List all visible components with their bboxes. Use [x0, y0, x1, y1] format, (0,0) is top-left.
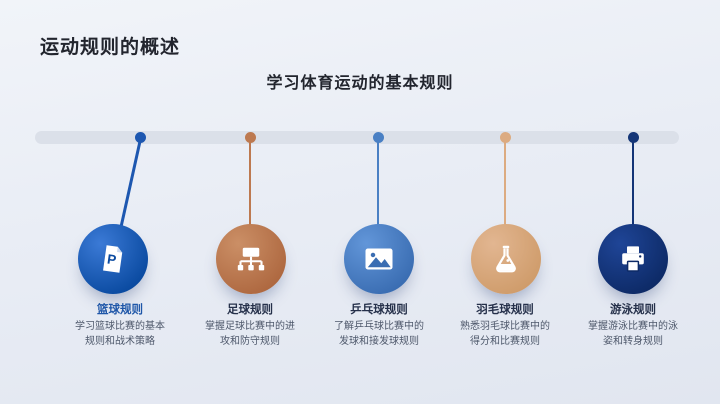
image-icon: [344, 224, 414, 294]
pin-line: [503, 139, 507, 226]
printer-icon: [598, 224, 668, 294]
item-title: 乒乓球规则: [350, 304, 408, 316]
item-description: 掌握足球比赛中的进 攻和防守规则: [175, 320, 325, 349]
item-desc-line: 了解乒乓球比赛中的: [334, 321, 424, 332]
item-desc-line: 掌握足球比赛中的进: [205, 321, 295, 332]
item-desc-line: 发球和接发球规则: [339, 335, 419, 347]
item-title: 篮球规则: [97, 304, 143, 316]
item-description: 了解乒乓球比赛中的 发球和接发球规则: [304, 320, 454, 349]
slide-subtitle: 学习体育运动的基本规则: [266, 75, 454, 92]
pin-line: [119, 138, 142, 228]
item-desc-line: 规则和战术策略: [85, 335, 155, 347]
item-desc-line: 熟悉羽毛球比赛中的: [460, 321, 550, 332]
item-title: 游泳规则: [610, 304, 656, 316]
page-title: 运动规则的概述: [40, 37, 181, 58]
item-title: 羽毛球规则: [476, 304, 534, 316]
svg-text:P: P: [106, 252, 117, 268]
pin-line: [248, 139, 252, 226]
presentation-file-icon: P: [78, 224, 148, 294]
item-title: 足球规则: [227, 304, 273, 316]
sitemap-icon: [216, 224, 286, 294]
item-desc-line: 姿和转身规则: [603, 335, 663, 347]
item-description: 熟悉羽毛球比赛中的 得分和比赛规则: [430, 320, 580, 349]
flask-icon: [471, 224, 541, 294]
item-desc-line: 掌握游泳比赛中的泳: [588, 321, 678, 332]
timeline-bar: [35, 131, 679, 144]
item-desc-line: 得分和比赛规则: [470, 335, 540, 347]
item-desc-line: 学习篮球比赛的基本: [75, 321, 165, 332]
item-description: 学习篮球比赛的基本 规则和战术策略: [45, 320, 195, 349]
item-description: 掌握游泳比赛中的泳 姿和转身规则: [558, 320, 708, 349]
item-desc-line: 攻和防守规则: [220, 335, 280, 347]
pin-line: [376, 139, 380, 226]
pin-line: [631, 139, 635, 226]
